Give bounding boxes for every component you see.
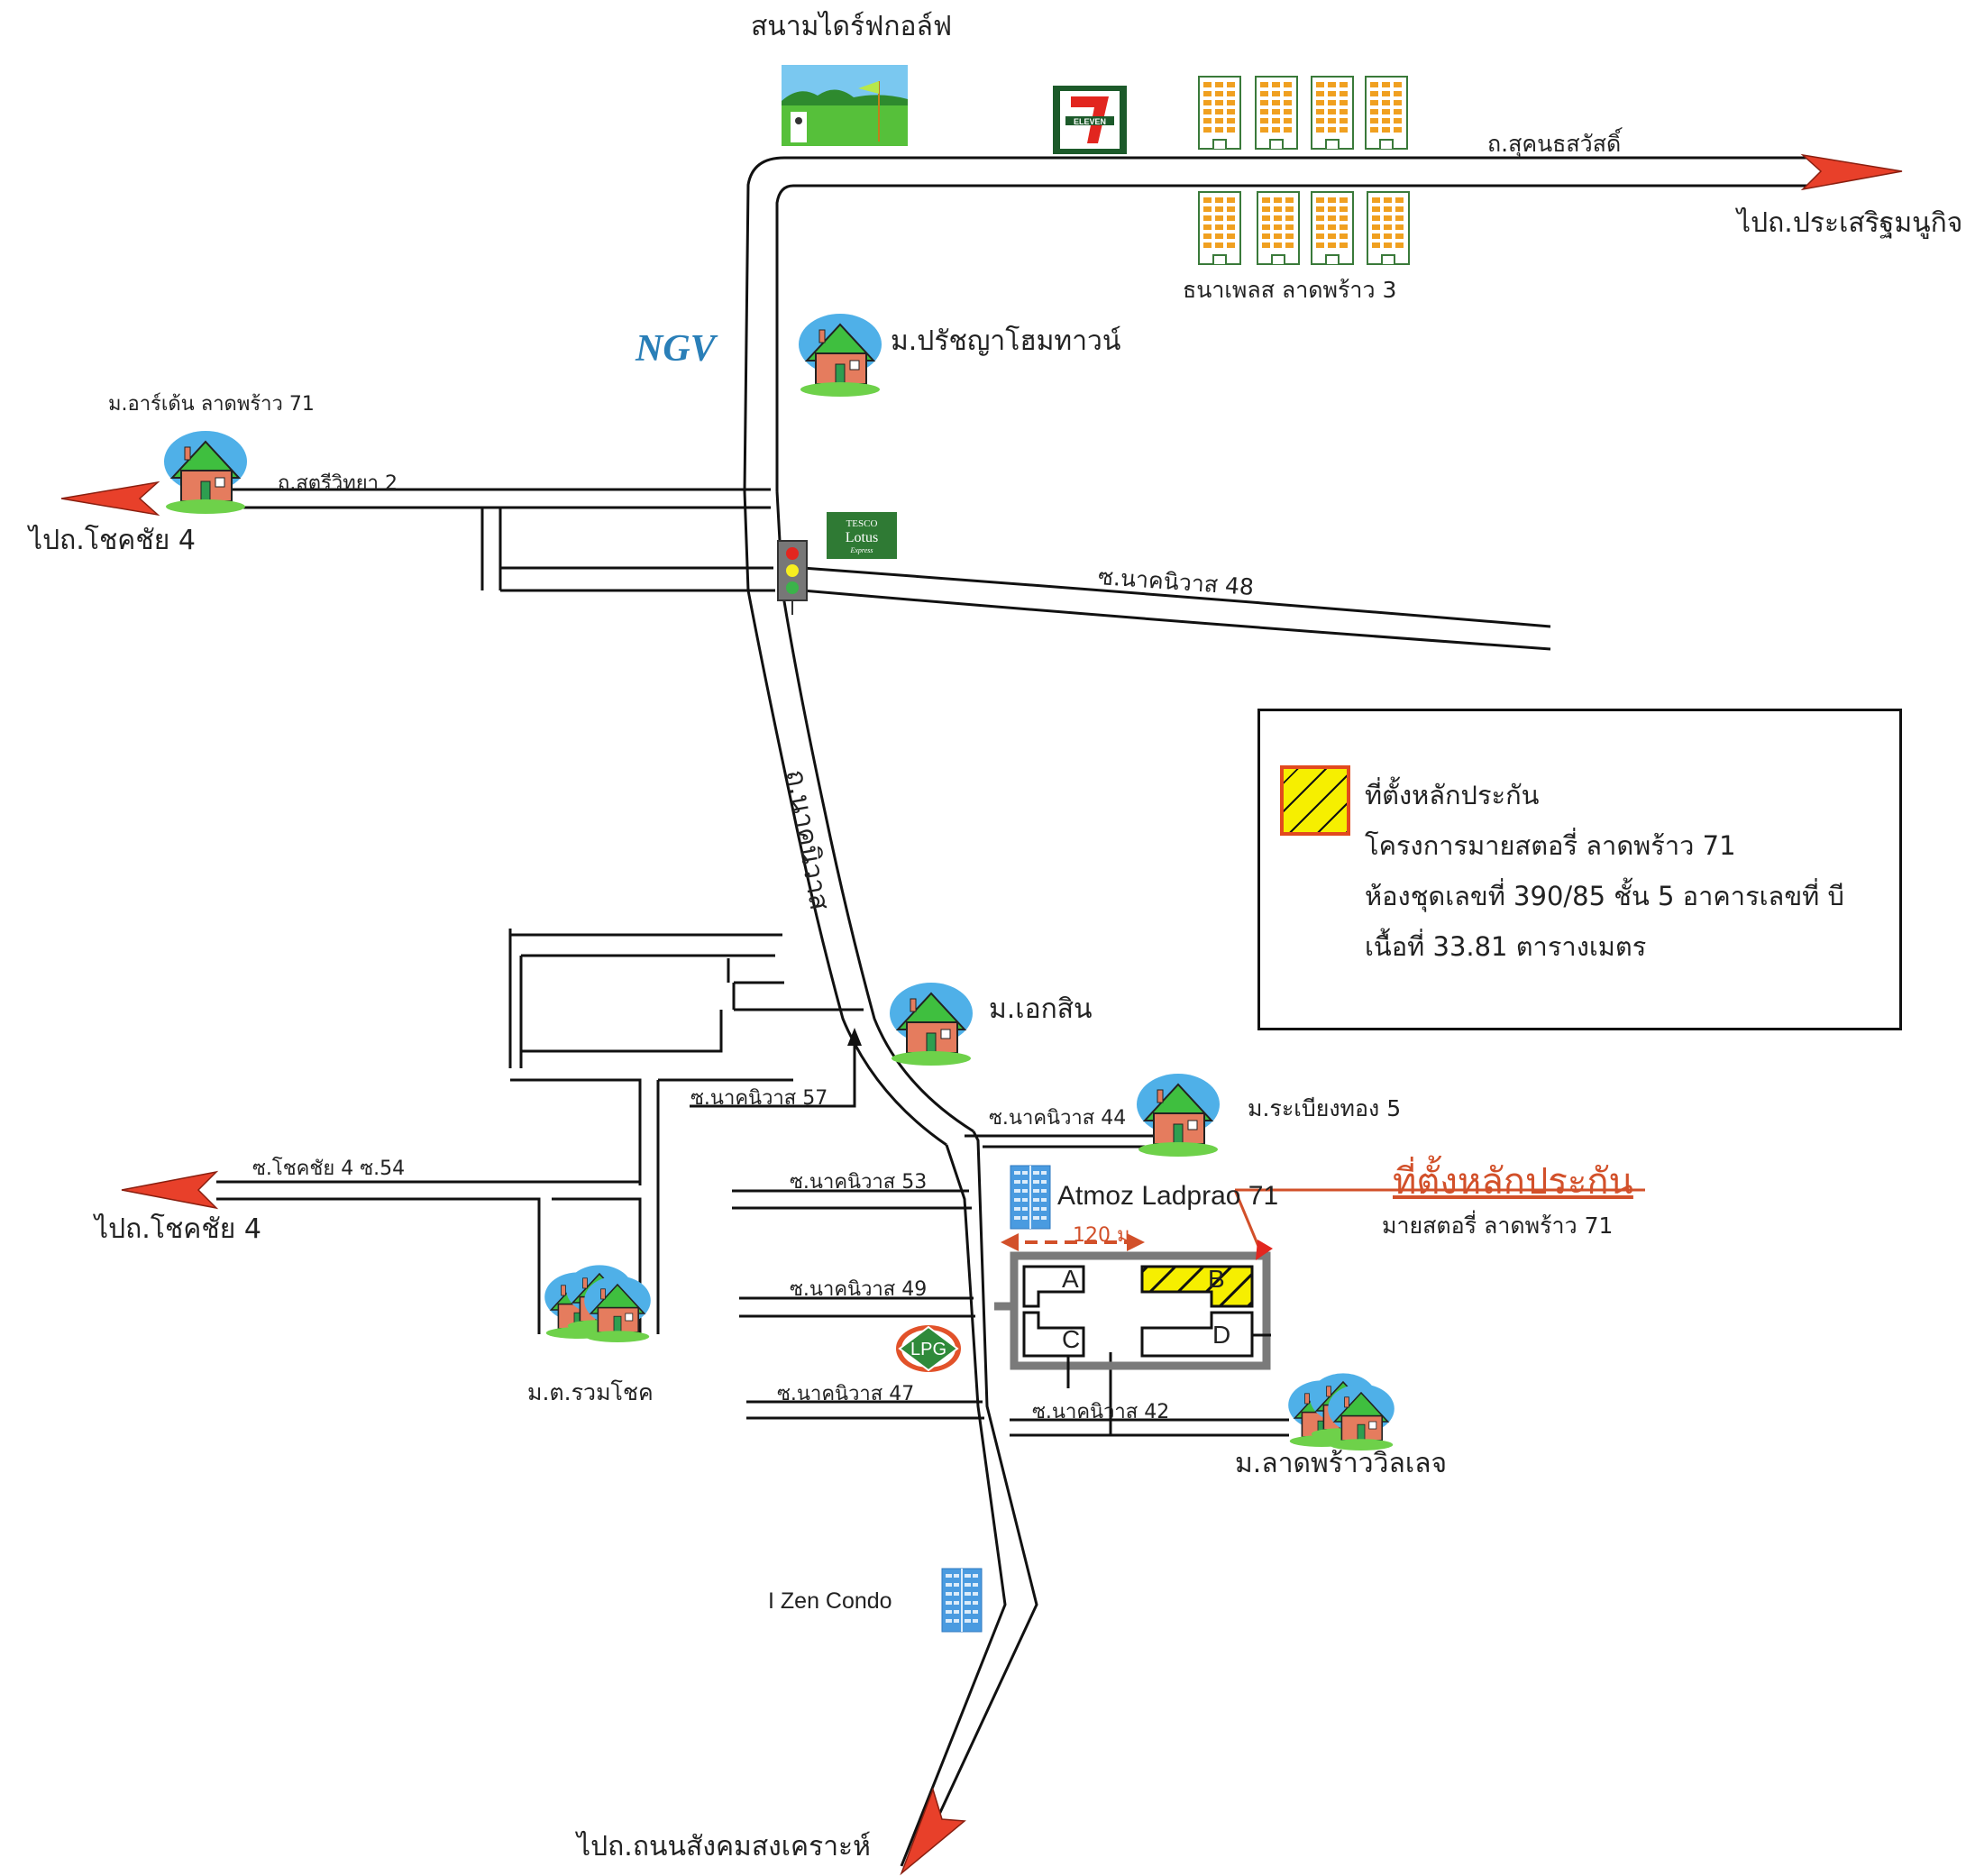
building-c-label: C	[1062, 1325, 1081, 1353]
arrow-west-icon	[60, 480, 160, 517]
traffic-light-icon	[777, 540, 808, 615]
label-road-sukhon: ถ.สุคนธสวัสดิ์	[1487, 131, 1622, 157]
label-atmoz: Atmoz Ladprao 71	[1057, 1181, 1279, 1211]
road-sukhon-top	[743, 156, 1807, 492]
label-soi-53: ซ.นาคนิวาส 53	[790, 1171, 928, 1194]
seven-eleven-icon: ELEVEN	[1053, 86, 1127, 154]
label-soi-47: ซ.นาคนิวาส 47	[777, 1383, 915, 1405]
label-direction-chokchai-top: ไปถ.โชคชัย 4	[29, 525, 196, 556]
arrow-east-icon	[1800, 153, 1903, 191]
building-b-label: B	[1208, 1265, 1225, 1293]
label-direction-chokchai-bottom: ไปถ.โชคชัย 4	[95, 1213, 261, 1245]
izen-tower-icon	[941, 1568, 983, 1633]
house-icon	[798, 313, 882, 398]
collateral-pointer	[1233, 1188, 1645, 1260]
tesco-lotus-express-icon: TESCO Lotus Express	[827, 512, 897, 559]
label-rabiang-thong: ม.ระเบียงทอง 5	[1248, 1095, 1402, 1121]
label-soi-chokchai-54: ซ.โชคชัย 4 ซ.54	[252, 1158, 406, 1180]
legend-line-project: โครงการมายสตอรี่ ลาดพร้าว 71	[1365, 830, 1736, 861]
condo-compound	[994, 1251, 1271, 1388]
atmoz-tower-icon	[1010, 1165, 1051, 1230]
arrow-southwest-icon	[900, 1787, 966, 1876]
building-d-label: D	[1212, 1321, 1231, 1349]
label-izen: I Zen Condo	[768, 1588, 892, 1614]
road-satri-bottom	[225, 506, 771, 590]
tesco-line2: Lotus	[846, 530, 878, 545]
label-soi-44: ซ.นาคนิวาส 44	[989, 1107, 1127, 1130]
road-sukhon-bottom	[775, 184, 1807, 491]
house-icon	[1136, 1073, 1221, 1158]
thana-place-towers-icon	[1198, 76, 1410, 265]
svg-text:ELEVEN: ELEVEN	[1074, 117, 1106, 126]
arrow-west-icon	[121, 1170, 219, 1210]
collateral-callout-subtitle: มายสตอรี่ ลาดพร้าว 71	[1382, 1213, 1614, 1239]
label-arden: ม.อาร์เด้น ลาดพร้าว 71	[108, 393, 315, 416]
legend-line-title: ที่ตั้งหลักประกัน	[1365, 780, 1540, 810]
svg-text:NGV: NGV	[635, 328, 718, 370]
soi-57-arrowhead	[847, 1028, 862, 1046]
legend-box: ที่ตั้งหลักประกัน โครงการมายสตอรี่ ลาดพร…	[1257, 709, 1902, 1030]
collateral-callout-title: ที่ตั้งหลักประกัน	[1393, 1161, 1633, 1203]
label-soi-57: ซ.นาคนิวาส 57	[690, 1087, 828, 1110]
label-direction-sangkhom: ไปถ.ถนนสังคมสงเคราะห์	[577, 1831, 871, 1862]
label-ruamchok: ม.ต.รวมโชค	[527, 1379, 654, 1405]
label-prachya: ม.ปรัชญาโฮมทาวน์	[891, 325, 1121, 357]
building-d	[1140, 1311, 1254, 1358]
houses-cluster-icon	[1288, 1373, 1394, 1450]
house-icon	[163, 430, 248, 515]
svg-text:LPG: LPG	[910, 1340, 946, 1359]
distance-label: 120 ม.	[1073, 1224, 1137, 1247]
label-soi-42: ซ.นาคนิวาส 42	[1032, 1401, 1170, 1423]
ngv-station-icon: NGV	[635, 328, 718, 370]
road-network	[216, 156, 1807, 1867]
distance-indicator	[1001, 1233, 1145, 1251]
building-a	[1022, 1265, 1085, 1308]
tesco-line1: TESCO	[846, 518, 878, 529]
label-thana-place: ธนาเพลส ลาดพร้าว 3	[1183, 277, 1397, 303]
collateral-hatch-swatch-icon	[1280, 765, 1350, 836]
label-direction-prasert: ไปถ.ประเสริฐมนูกิจ	[1737, 207, 1963, 239]
label-road-satri: ถ.สตรีวิทยา 2	[278, 472, 398, 495]
golf-driving-range-icon	[782, 65, 908, 146]
legend-line-area: เนื้อที่ 33.81 ตารางเมตร	[1365, 931, 1647, 962]
building-a-label: A	[1062, 1265, 1079, 1293]
legend-line-unit: ห้องชุดเลขที่ 390/85 ชั้น 5 อาคารเลขที่ …	[1365, 881, 1844, 911]
label-ladprao-village: ม.ลาดพร้าววิลเลจ	[1235, 1448, 1448, 1479]
building-c	[1022, 1311, 1085, 1358]
tesco-line3: Express	[849, 546, 873, 554]
building-b	[1140, 1265, 1254, 1308]
lpg-station-icon: LPG	[896, 1325, 961, 1372]
label-eksin: ม.เอกสิน	[989, 993, 1093, 1025]
houses-cluster-icon	[544, 1265, 651, 1342]
label-golf: สนามไดร์ฟกอล์ฟ	[751, 11, 953, 42]
label-soi-49: ซ.นาคนิวาส 49	[790, 1278, 928, 1301]
house-icon	[889, 982, 974, 1066]
